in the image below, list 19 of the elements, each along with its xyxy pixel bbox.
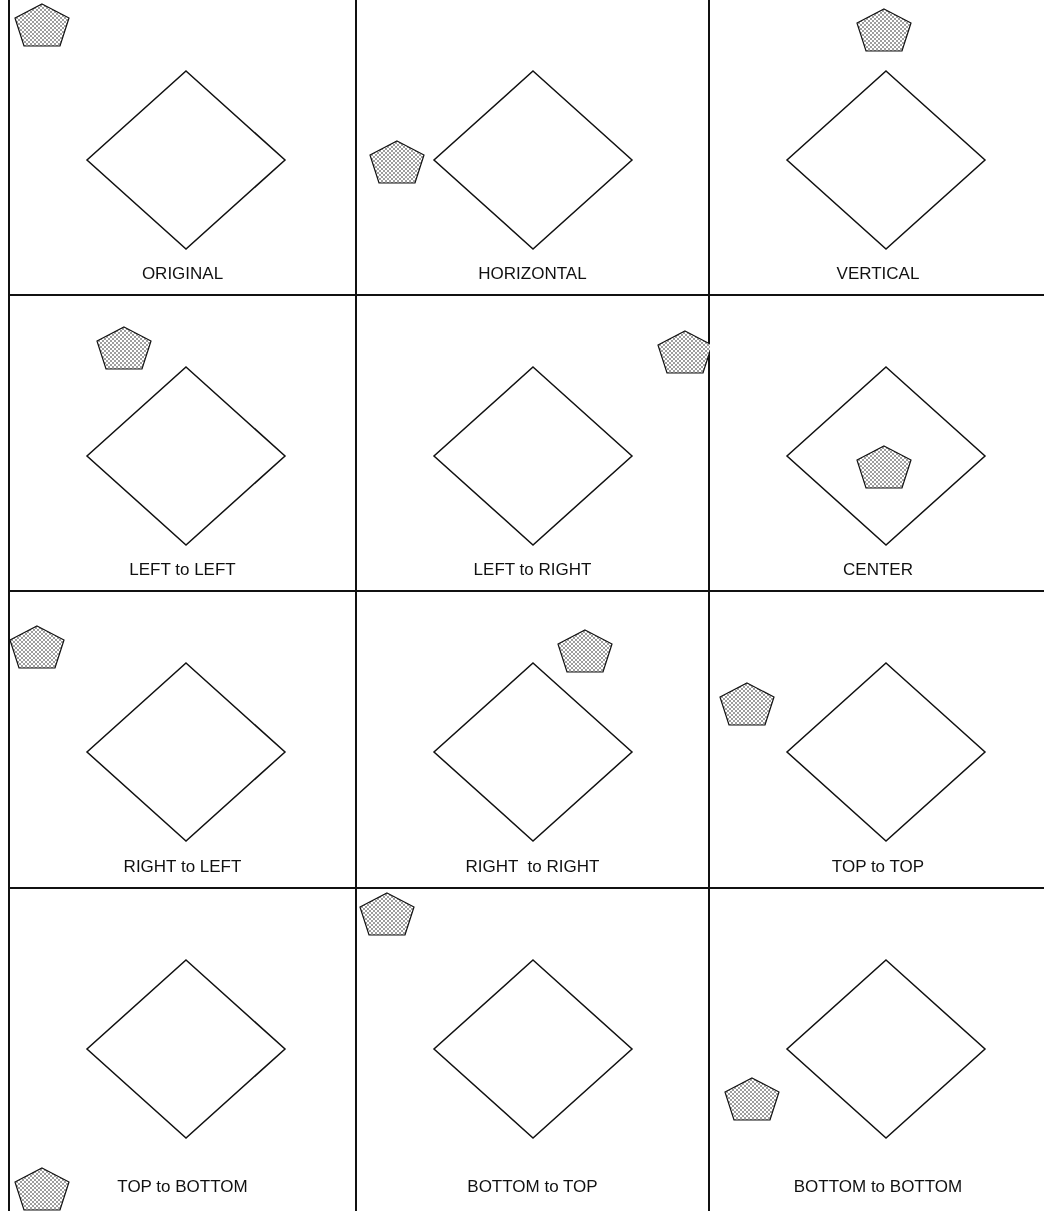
panel-label: LEFT to LEFT — [128, 560, 237, 580]
panel-label: HORIZONTAL — [477, 264, 588, 284]
panel — [10, 592, 357, 889]
panel-label: RIGHT to RIGHT — [464, 857, 601, 877]
panel-label: RIGHT to LEFT — [122, 857, 243, 877]
panel-label: TOP to TOP — [830, 857, 926, 877]
panel-label: ORIGINAL — [140, 264, 225, 284]
panel — [357, 592, 710, 889]
panel — [10, 0, 357, 296]
panel-label: VERTICAL — [835, 264, 921, 284]
panel-label: LEFT to RIGHT — [472, 560, 593, 580]
panel-label: BOTTOM to BOTTOM — [792, 1177, 964, 1197]
panel — [357, 296, 710, 592]
panel-label: BOTTOM to TOP — [466, 1177, 599, 1197]
panel — [357, 0, 710, 296]
panel-label: CENTER — [842, 560, 914, 580]
panel-label: TOP to BOTTOM — [116, 1177, 249, 1197]
panel — [10, 296, 357, 592]
panel — [357, 889, 710, 1211]
